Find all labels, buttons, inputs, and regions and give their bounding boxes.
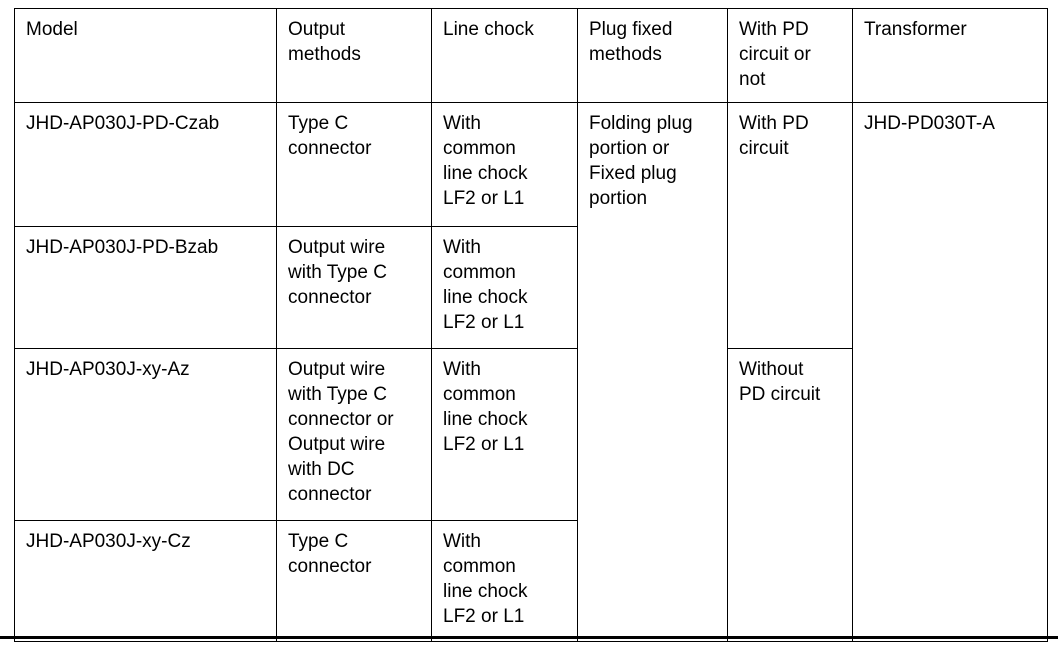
table-header-row: Model Output methods Line chock Plug fix… bbox=[14, 8, 1048, 103]
table-row: JHD-AP030J-xy-Az Output wire with Type C… bbox=[14, 348, 1048, 642]
cell-output-methods: Type C connector bbox=[276, 102, 432, 227]
cell-model: JHD-AP030J-xy-Cz bbox=[14, 520, 277, 642]
column-header-transformer: Transformer bbox=[852, 8, 1048, 103]
column-header-pd-circuit: With PD circuit or not bbox=[727, 8, 853, 103]
specification-table-container: Model Output methods Line chock Plug fix… bbox=[14, 8, 1048, 642]
table-row: JHD-AP030J-PD-Bzab Output wire with Type… bbox=[14, 226, 1048, 349]
cell-plug-fixed-methods-merged: Folding plug portion or Fixed plug porti… bbox=[577, 102, 728, 642]
cell-output-methods: Type C connector bbox=[276, 520, 432, 642]
cell-line-chock: With common line chock LF2 or L1 bbox=[431, 102, 578, 227]
cell-line-chock: With common line chock LF2 or L1 bbox=[431, 348, 578, 521]
model-specification-table: Model Output methods Line chock Plug fix… bbox=[14, 8, 1048, 642]
cell-pd-circuit-without-merged: Without PD circuit bbox=[727, 348, 853, 642]
cell-model: JHD-AP030J-xy-Az bbox=[14, 348, 277, 521]
cell-output-methods: Output wire with Type C connector or Out… bbox=[276, 348, 432, 521]
cell-line-chock: With common line chock LF2 or L1 bbox=[431, 520, 578, 642]
cell-line-chock: With common line chock LF2 or L1 bbox=[431, 226, 578, 349]
column-header-plug-fixed-methods: Plug fixed methods bbox=[577, 8, 728, 103]
column-header-line-chock: Line chock bbox=[431, 8, 578, 103]
page-bottom-rule bbox=[0, 636, 1058, 639]
cell-output-methods: Output wire with Type C connector bbox=[276, 226, 432, 349]
cell-model: JHD-AP030J-PD-Bzab bbox=[14, 226, 277, 349]
column-header-model: Model bbox=[14, 8, 277, 103]
cell-model: JHD-AP030J-PD-Czab bbox=[14, 102, 277, 227]
table-row: JHD-AP030J-xy-Cz Type C connector With c… bbox=[14, 520, 1048, 642]
table-row: JHD-AP030J-PD-Czab Type C connector With… bbox=[14, 102, 1048, 642]
cell-transformer-merged: JHD-PD030T-A bbox=[852, 102, 1048, 642]
column-header-output-methods: Output methods bbox=[276, 8, 432, 103]
cell-pd-circuit-with-merged: With PD circuit bbox=[727, 102, 853, 349]
